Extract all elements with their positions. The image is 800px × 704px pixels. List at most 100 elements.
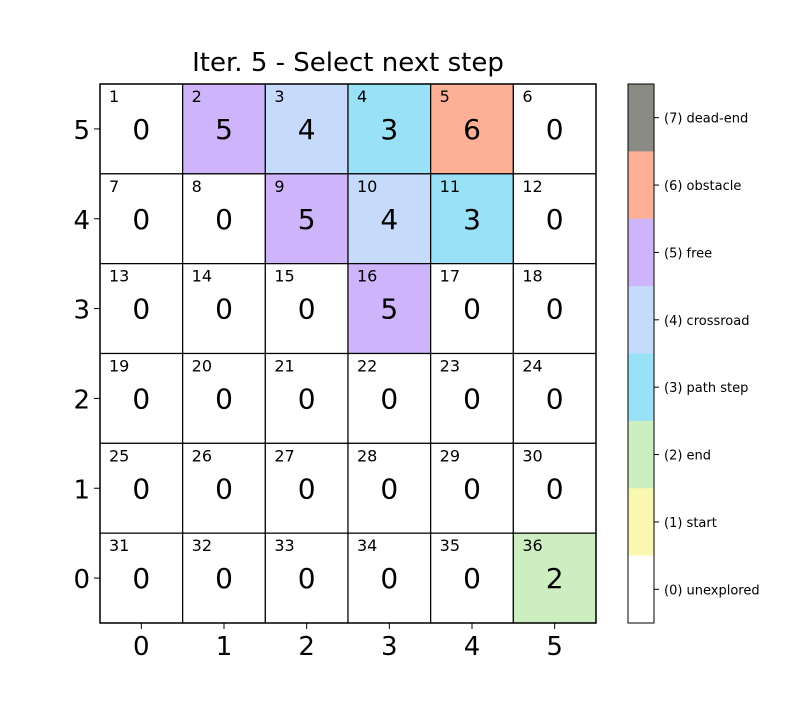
cell-id-label: 8 xyxy=(192,177,202,196)
cell-rect xyxy=(264,352,349,444)
cell-rect xyxy=(347,263,432,355)
grid-cell: 330 xyxy=(264,532,349,624)
cell-value-label: 0 xyxy=(546,472,564,505)
cell-value-label: 0 xyxy=(463,472,481,505)
colorbar-frame xyxy=(627,83,655,624)
cell-rect xyxy=(182,263,266,355)
grid-cell: 165 xyxy=(347,263,432,355)
grid-cell: 250 xyxy=(99,442,184,534)
colorbar-segment xyxy=(628,84,654,152)
cell-value-label: 0 xyxy=(298,562,316,595)
cell-value-label: 0 xyxy=(132,562,150,595)
grid-cell: 10 xyxy=(99,83,184,175)
grid-cell: 60 xyxy=(512,83,597,175)
cell-rect xyxy=(512,83,597,175)
cell-value-label: 0 xyxy=(132,203,150,236)
cell-rect xyxy=(99,442,184,534)
cell-id-label: 27 xyxy=(274,446,294,465)
cell-id-label: 1 xyxy=(109,87,119,106)
cell-id-label: 30 xyxy=(522,446,542,465)
cell-rect xyxy=(347,442,432,534)
plot-frame xyxy=(99,83,597,624)
y-tick-label: 2 xyxy=(73,385,90,415)
cell-id-label: 11 xyxy=(440,177,460,196)
x-tick-label: 0 xyxy=(133,632,150,662)
grid-cell: 113 xyxy=(430,173,514,265)
cell-value-label: 0 xyxy=(215,562,233,595)
cell-id-label: 2 xyxy=(192,87,202,106)
cell-value-label: 4 xyxy=(380,203,398,236)
cell-value-label: 0 xyxy=(546,113,564,146)
grid-cell: 43 xyxy=(347,83,432,175)
cell-rect xyxy=(430,442,514,534)
cell-id-label: 12 xyxy=(522,177,542,196)
x-tick-label: 1 xyxy=(216,632,233,662)
x-tick-label: 3 xyxy=(381,632,398,662)
y-tick-label: 4 xyxy=(73,206,90,236)
cell-value-label: 5 xyxy=(380,293,398,326)
cell-id-label: 21 xyxy=(274,357,294,376)
y-tick-label: 0 xyxy=(73,565,90,595)
grid-cell: 70 xyxy=(99,173,184,265)
cell-value-label: 0 xyxy=(215,203,233,236)
cell-id-label: 15 xyxy=(274,267,294,286)
cell-id-label: 33 xyxy=(274,536,294,555)
cell-id-label: 20 xyxy=(192,357,212,376)
cell-value-label: 5 xyxy=(215,113,233,146)
cell-rect xyxy=(430,352,514,444)
cell-value-label: 0 xyxy=(298,472,316,505)
grid-cell: 260 xyxy=(182,442,266,534)
cell-id-label: 24 xyxy=(522,357,542,376)
cell-value-label: 2 xyxy=(546,562,564,595)
colorbar-segment xyxy=(628,488,654,556)
cell-rect xyxy=(512,263,597,355)
grid-cell: 56 xyxy=(430,83,514,175)
cell-rect xyxy=(182,352,266,444)
cell-id-label: 23 xyxy=(440,357,460,376)
grid-cell: 200 xyxy=(182,352,266,444)
grid-cell: 34 xyxy=(264,83,349,175)
cell-value-label: 0 xyxy=(298,293,316,326)
cell-id-label: 5 xyxy=(440,87,450,106)
cell-value-label: 0 xyxy=(380,382,398,415)
cell-id-label: 9 xyxy=(274,177,284,196)
cell-rect xyxy=(430,263,514,355)
colorbar-segment xyxy=(628,151,654,220)
cell-value-label: 0 xyxy=(463,293,481,326)
colorbar-label: (2) end xyxy=(664,449,711,464)
y-tick-label: 3 xyxy=(73,296,90,326)
colorbar-segment xyxy=(628,420,654,489)
grid-cell: 130 xyxy=(99,263,184,355)
cell-id-label: 7 xyxy=(109,177,119,196)
grid-cell: 150 xyxy=(264,263,349,355)
grid-cell: 340 xyxy=(347,532,432,624)
grid-cell: 290 xyxy=(430,442,514,534)
colorbar-label: (7) dead-end xyxy=(664,112,748,127)
grid-cell: 270 xyxy=(264,442,349,534)
cell-value-label: 0 xyxy=(546,382,564,415)
cell-id-label: 10 xyxy=(357,177,377,196)
colorbar-label: (4) crossroad xyxy=(664,314,749,329)
cell-id-label: 3 xyxy=(274,87,284,106)
cell-rect xyxy=(99,83,184,175)
x-tick-label: 5 xyxy=(546,632,563,662)
grid-cell: 320 xyxy=(182,532,266,624)
cell-id-label: 31 xyxy=(109,536,129,555)
cell-value-label: 5 xyxy=(298,203,316,236)
x-tick-label: 4 xyxy=(464,632,481,662)
cell-id-label: 19 xyxy=(109,357,129,376)
grid-cell: 95 xyxy=(264,173,349,265)
grid-cell: 300 xyxy=(512,442,597,534)
grid-cell: 80 xyxy=(182,173,266,265)
grid-cell: 120 xyxy=(512,173,597,265)
cell-rect xyxy=(512,173,597,265)
grid-cell: 220 xyxy=(347,352,432,444)
cell-value-label: 3 xyxy=(463,203,481,236)
cell-id-label: 13 xyxy=(109,267,129,286)
cell-id-label: 25 xyxy=(109,446,129,465)
cell-id-label: 18 xyxy=(522,267,542,286)
colorbar-label: (5) free xyxy=(664,246,712,261)
